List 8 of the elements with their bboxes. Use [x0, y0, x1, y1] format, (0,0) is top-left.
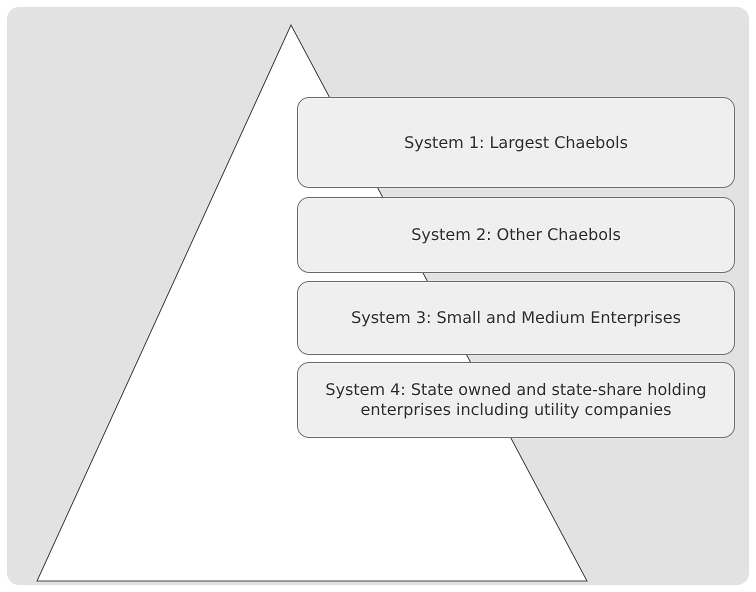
system-label: System 3: Small and Medium Enterprises: [351, 308, 681, 328]
system-box: [297, 281, 735, 355]
system-box: [297, 362, 735, 438]
system-label: System 1: Largest Chaebols: [404, 132, 628, 152]
system-box: [297, 197, 735, 273]
system-box: [297, 97, 735, 188]
system-label: System 4: State owned and state-share holding enterprises including utility companies: [324, 380, 708, 420]
system-label: System 2: Other Chaebols: [411, 225, 621, 245]
